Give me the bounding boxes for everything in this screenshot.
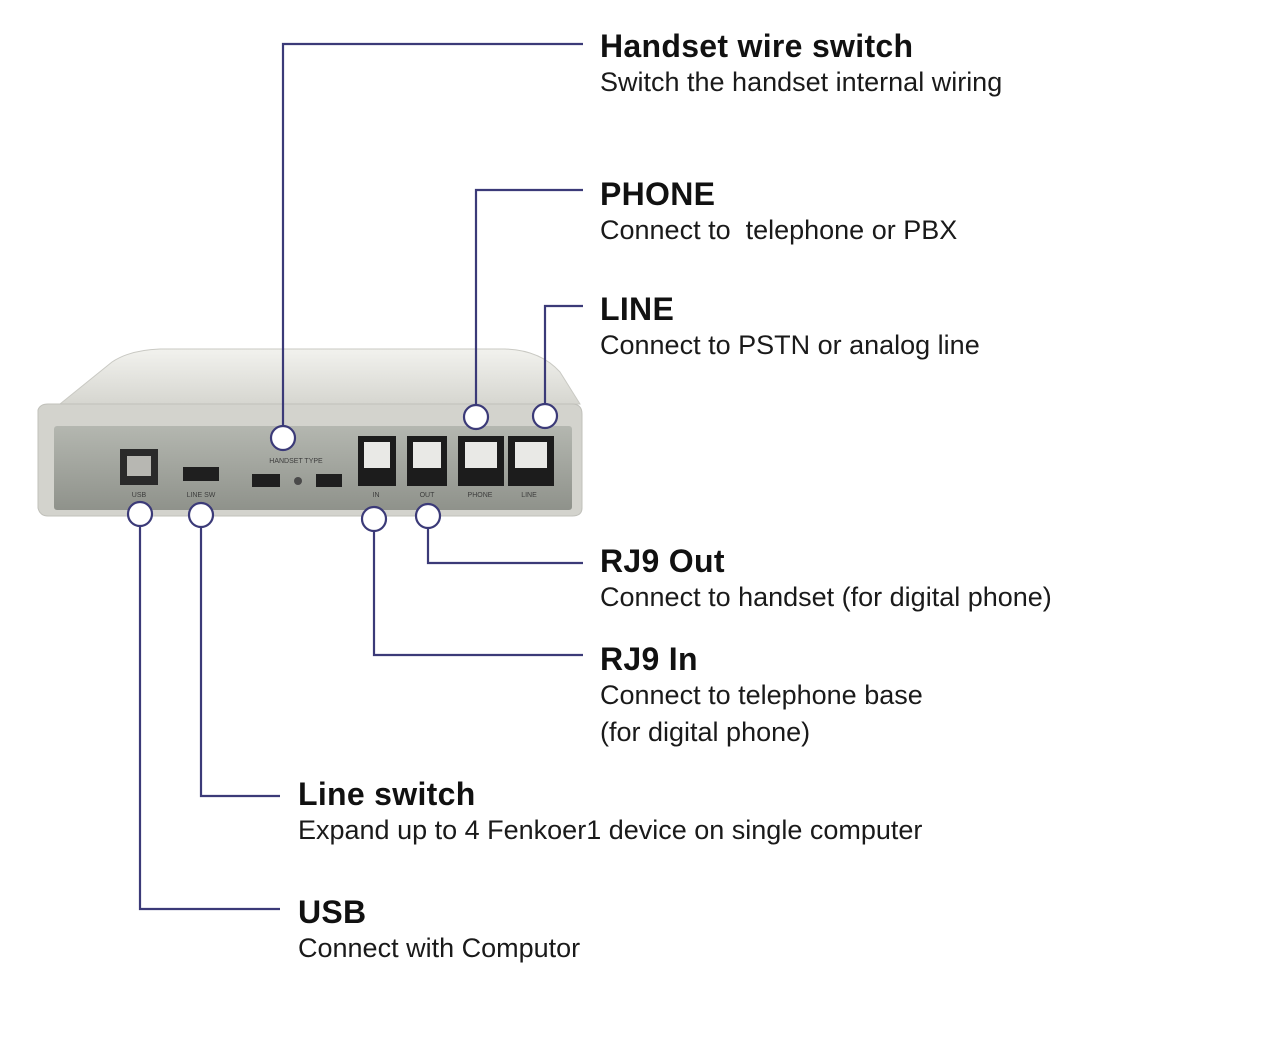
handset-wire-switch: HANDSET TYPE — [252, 458, 342, 487]
usb-title: USB — [298, 894, 367, 930]
rj9-in-callout: RJ9 In Connect to telephone base (for di… — [600, 641, 923, 751]
line-marker — [531, 402, 559, 430]
handset-wire-switch-callout: Handset wire switch Switch the handset i… — [600, 28, 1002, 101]
line-leader — [543, 304, 583, 417]
handset-wire-switch-desc: Switch the handset internal wiring — [600, 67, 1003, 97]
line-switch-desc: Expand up to 4 Fenkoer1 device on single… — [298, 815, 923, 845]
line-desc: Connect to PSTN or analog line — [600, 330, 980, 360]
line-port: LINE — [508, 436, 554, 499]
usb-marker — [126, 500, 154, 528]
rj9-out-marker — [414, 502, 442, 530]
usb-leader — [138, 515, 280, 911]
usb-callout: USB Connect with Computor — [298, 894, 580, 967]
phone-marker — [462, 403, 490, 431]
line-switch-title: Line switch — [298, 776, 476, 812]
rj9-in-port: IN — [358, 436, 396, 499]
usb-desc: Connect with Computor — [298, 933, 581, 963]
rj9-out-callout: RJ9 Out Connect to handset (for digital … — [600, 543, 1052, 616]
usb-port: USB — [120, 449, 158, 499]
phone-leader — [474, 188, 583, 418]
rj9-in-desc-line-1: Connect to telephone base — [600, 680, 923, 710]
rj9-in-desc-line-2: (for digital phone) — [600, 717, 811, 747]
phone-port: PHONE — [458, 436, 504, 499]
phone-port-label: PHONE — [468, 492, 493, 499]
rj9-in-port-label: IN — [373, 492, 380, 499]
line-switch-slot: LINE SW — [183, 467, 219, 499]
line-port-label: LINE — [521, 492, 537, 499]
rj9-out-title: RJ9 Out — [600, 543, 725, 579]
phone-title: PHONE — [600, 176, 716, 212]
line-switch-callout: Line switch Expand up to 4 Fenkoer1 devi… — [298, 776, 922, 849]
line-switch-marker — [187, 501, 215, 529]
device-body — [37, 348, 583, 517]
handset-type-label: HANDSET TYPE — [269, 458, 323, 465]
handset-wire-switch-leader — [281, 42, 583, 440]
rj9-out-port: OUT — [407, 436, 447, 499]
rj9-out-port-label: OUT — [420, 492, 436, 499]
rj9-out-leader — [426, 517, 583, 565]
rj9-in-marker — [360, 505, 388, 533]
handset-wire-switch-title: Handset wire switch — [600, 28, 914, 64]
line-title: LINE — [600, 291, 675, 327]
phone-callout: PHONE Connect to telephone or PBX — [600, 176, 957, 249]
rj9-in-leader — [372, 520, 583, 657]
phone-desc: Connect to telephone or PBX — [600, 215, 958, 245]
handset-wire-switch-marker — [269, 424, 297, 452]
rj9-in-title: RJ9 In — [600, 641, 698, 677]
usb-port-label: USB — [132, 492, 147, 499]
rj9-out-desc: Connect to handset (for digital phone) — [600, 582, 1052, 612]
line-switch-leader — [199, 516, 280, 798]
line-switch-port-label: LINE SW — [187, 492, 216, 499]
line-callout: LINE Connect to PSTN or analog line — [600, 291, 980, 364]
